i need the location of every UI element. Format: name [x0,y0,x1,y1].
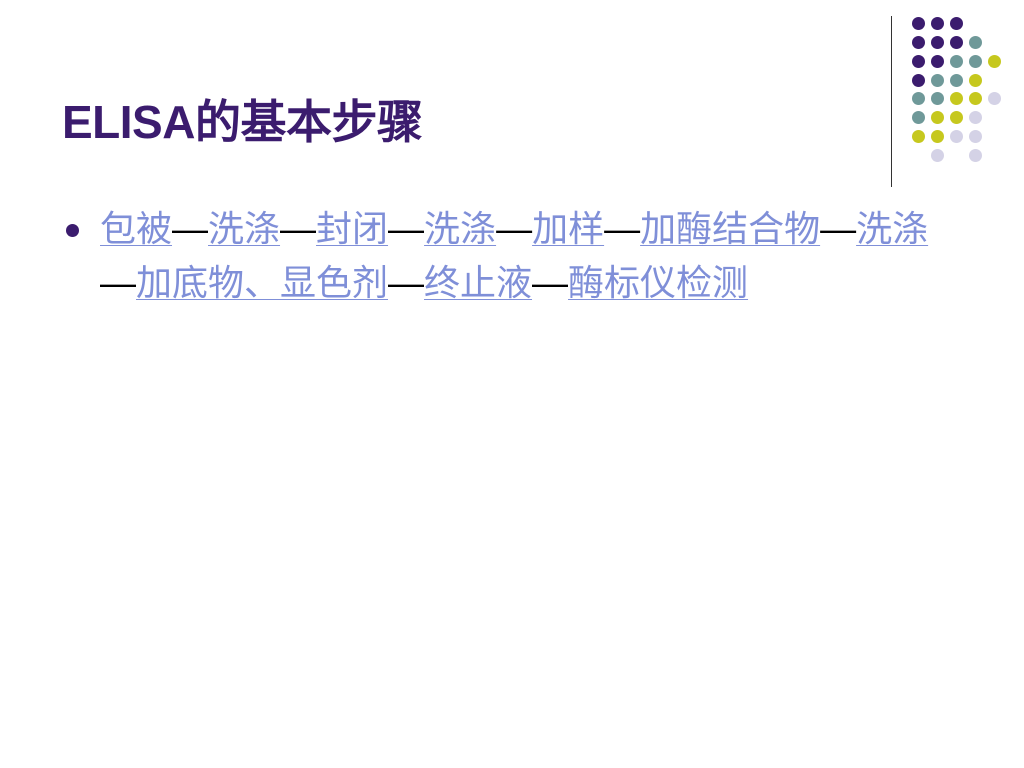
decor-dot [912,92,925,105]
decor-dot [950,130,963,143]
decor-dot [988,92,1001,105]
decor-dot [969,36,982,49]
step-link-plate-reader[interactable]: 酶标仪检测 [568,263,749,304]
step-link-wash[interactable]: 洗涤 [856,209,929,250]
decor-dot [950,17,963,30]
decor-dot [931,55,944,68]
step-separator: — [100,262,136,303]
step-link-stop-solution[interactable]: 终止液 [424,263,533,304]
step-separator: — [820,208,857,249]
decor-dot [969,92,982,105]
decor-dot [950,55,963,68]
step-separator: — [388,262,425,303]
decor-dot [969,74,982,87]
decor-dot [912,130,925,143]
step-separator: — [172,208,209,249]
step-separator: — [604,208,641,249]
decor-dot [912,17,925,30]
decor-dot [988,55,1001,68]
step-link-add-sample[interactable]: 加样 [532,209,605,250]
decor-dot [931,92,944,105]
decor-dot [950,111,963,124]
title-divider-line [891,16,892,187]
decor-dot [969,111,982,124]
decor-dot [931,74,944,87]
decor-dot [912,111,925,124]
slide-title: ELISA的基本步骤 [62,96,423,148]
step-link-coating[interactable]: 包被 [100,209,173,250]
decor-dot [969,130,982,143]
decor-dot [969,149,982,162]
elisa-steps-paragraph: 包被—洗涤—封闭—洗涤—加样—加酶结合物—洗涤—加底物、显色剂—终止液—酶标仪检… [100,202,960,310]
step-link-add-enzyme-conjugate[interactable]: 加酶结合物 [640,209,821,250]
decor-dot [969,55,982,68]
decor-dot [931,130,944,143]
step-separator: — [280,208,317,249]
decor-dot [912,55,925,68]
step-separator: — [532,262,569,303]
bullet-dot [66,224,79,237]
decor-dot [931,149,944,162]
step-link-wash[interactable]: 洗涤 [424,209,497,250]
decor-dot [912,74,925,87]
decor-dot [912,36,925,49]
decor-dot [950,36,963,49]
step-link-blocking[interactable]: 封闭 [316,209,389,250]
decor-dot [931,17,944,30]
step-separator: — [496,208,533,249]
decor-dot [931,36,944,49]
bullet-list: 包被—洗涤—封闭—洗涤—加样—加酶结合物—洗涤—加底物、显色剂—终止液—酶标仪检… [60,202,960,310]
decor-dot [931,111,944,124]
decor-dot [950,92,963,105]
decor-dot [950,74,963,87]
step-link-wash[interactable]: 洗涤 [208,209,281,250]
step-link-add-substrate[interactable]: 加底物、显色剂 [136,263,389,304]
step-separator: — [388,208,425,249]
